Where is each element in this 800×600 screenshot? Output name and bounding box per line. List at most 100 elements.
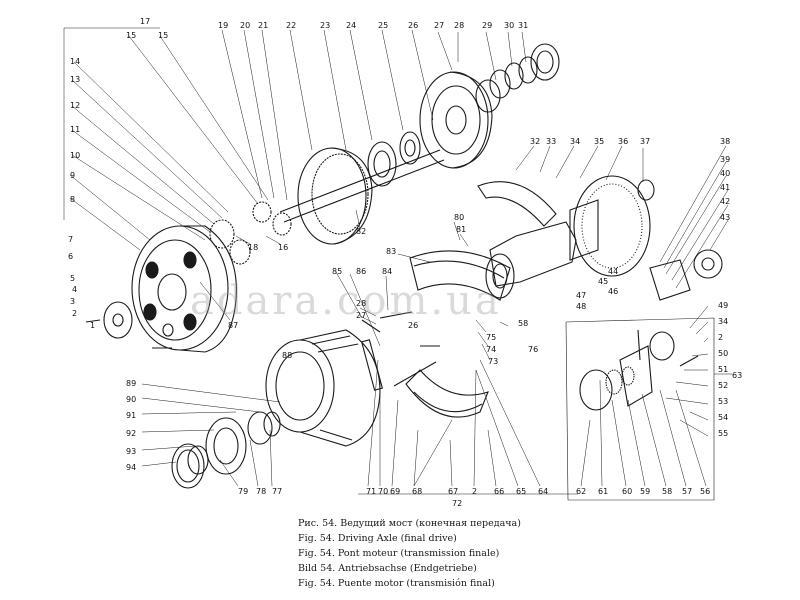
- callout-number: 65: [516, 487, 527, 496]
- callout-number: 12: [70, 101, 81, 110]
- callout-number: 63: [732, 371, 743, 380]
- callout-number: 13: [70, 75, 81, 84]
- callout-number: 64: [538, 487, 549, 496]
- callout-number: 21: [258, 21, 269, 30]
- callout-number: 88: [282, 351, 293, 360]
- callout-number: 62: [576, 487, 587, 496]
- brake-shoe-upper: [409, 250, 511, 301]
- callout-number: 56: [700, 487, 711, 496]
- callout-number: 89: [126, 379, 137, 388]
- callout-number: 49: [718, 301, 729, 310]
- inset-gear-detail: [579, 329, 699, 411]
- leader-lines: [63, 27, 729, 361]
- caption-en: Fig. 54. Driving Axle (final drive): [298, 533, 457, 544]
- callout-number: 30: [504, 21, 515, 30]
- callout-number: 41: [720, 183, 731, 192]
- callout-number: 26: [408, 321, 419, 330]
- watermark: adara.com.ua: [190, 278, 502, 324]
- callout-number: 31: [518, 21, 529, 30]
- callout-number: 92: [126, 429, 137, 438]
- callout-number: 6: [68, 252, 74, 261]
- speed-sensor: [649, 249, 723, 301]
- callout-number: 2: [472, 487, 478, 496]
- callout-number: 84: [382, 267, 393, 276]
- callout-number: 45: [598, 277, 609, 286]
- callout-number: 35: [594, 137, 605, 146]
- wheel-hub: [419, 71, 501, 169]
- callout-number: 27: [356, 311, 367, 320]
- callout-number: 36: [618, 137, 629, 146]
- callout-number: 26: [408, 21, 419, 30]
- callout-number: 40: [720, 169, 731, 178]
- brake-parts: [360, 311, 440, 391]
- callout-number: 70: [378, 487, 389, 496]
- callout-number: 14: [70, 57, 81, 66]
- callout-number: 53: [718, 397, 729, 406]
- callout-number: 2: [718, 333, 724, 342]
- callout-number: 73: [488, 357, 499, 366]
- brake-shield: [477, 181, 557, 227]
- callout-number: 71: [366, 487, 377, 496]
- callout-number: 38: [720, 137, 731, 146]
- brake-drum: [265, 329, 381, 447]
- callout-number: 4: [72, 285, 78, 294]
- end-cap: [85, 301, 172, 349]
- callout-number: 19: [218, 21, 229, 30]
- callout-number: 54: [718, 413, 729, 422]
- callout-number: 16: [278, 243, 289, 252]
- shaft: [279, 149, 445, 223]
- callout-number: 69: [390, 487, 401, 496]
- callout-number: 28: [356, 299, 367, 308]
- callout-number: 78: [256, 487, 267, 496]
- callout-number: 34: [570, 137, 581, 146]
- callout-number: 94: [126, 463, 137, 472]
- inset-frame: [565, 317, 715, 501]
- callout-number: 60: [622, 487, 633, 496]
- caption-es: Fig. 54. Puente motor (transmisión final…: [298, 578, 495, 589]
- callout-number: 2: [72, 309, 78, 318]
- callout-number: 24: [346, 21, 357, 30]
- callout-number: 22: [286, 21, 297, 30]
- callout-number: 87: [228, 321, 239, 330]
- callout-number: 66: [494, 487, 505, 496]
- callout-number: 91: [126, 411, 137, 420]
- callout-number: 25: [378, 21, 389, 30]
- callout-number: 81: [456, 225, 467, 234]
- callout-number: 27: [434, 21, 445, 30]
- callout-number: 58: [518, 319, 529, 328]
- callout-number: 47: [576, 291, 587, 300]
- callout-number: 9: [70, 171, 76, 180]
- callout-number: 44: [608, 267, 619, 276]
- bearing-set: [367, 131, 421, 187]
- planetary-hub: [131, 225, 237, 353]
- callout-number: 43: [720, 213, 731, 222]
- callout-number: 48: [576, 302, 587, 311]
- callout-number: 57: [682, 487, 693, 496]
- callout-number: 68: [412, 487, 423, 496]
- ring-gear: [297, 147, 373, 245]
- callout-number: 80: [454, 213, 465, 222]
- callout-number: 83: [386, 247, 397, 256]
- oil-seal-94: [171, 443, 209, 489]
- callout-number: 23: [320, 21, 331, 30]
- callout-number: 85: [332, 267, 343, 276]
- callout-number: 3: [70, 297, 76, 306]
- callout-number: 90: [126, 395, 137, 404]
- callout-number: 55: [718, 429, 729, 438]
- callout-number: 10: [70, 151, 81, 160]
- planet-gears: [209, 201, 292, 265]
- callout-number: 32: [530, 137, 541, 146]
- callout-number: 51: [718, 365, 729, 374]
- callout-number: 52: [718, 381, 729, 390]
- callout-number: 8: [70, 195, 76, 204]
- callout-number: 11: [70, 125, 81, 134]
- callout-number: 34: [718, 317, 729, 326]
- callout-number: 76: [528, 345, 539, 354]
- callout-number: 29: [482, 21, 493, 30]
- callout-number: 46: [608, 287, 619, 296]
- leader-lines-left-bottom: [141, 305, 709, 495]
- callout-number: 67: [448, 487, 459, 496]
- seals-top-right: [489, 43, 560, 99]
- callout-number: 50: [718, 349, 729, 358]
- caption-ru: Рис. 54. Ведущий мост (конечная передача…: [298, 518, 521, 529]
